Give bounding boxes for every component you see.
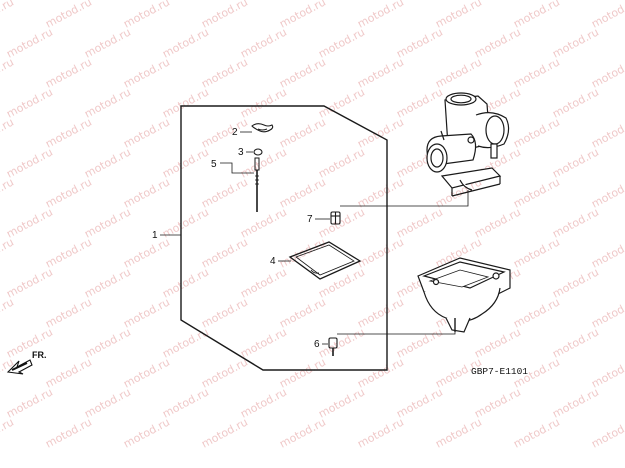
float-screw-link-line: [340, 190, 469, 207]
drain-bolt-part: [328, 337, 338, 356]
callout-7: 7: [307, 214, 313, 225]
callout-5-leader: [220, 162, 254, 174]
jet-needle-part: [254, 157, 260, 212]
callout-2: 2: [232, 127, 238, 138]
gasket-part: [288, 241, 362, 280]
callout-4: 4: [270, 256, 276, 267]
float-screw-part: [330, 211, 341, 225]
callout-5: 5: [211, 159, 217, 170]
needle-clip-part: [251, 123, 274, 133]
kit-boundary-frame: [180, 105, 388, 371]
callout-1: 1: [152, 230, 158, 241]
needle-ring-part: [253, 148, 263, 156]
figure-code: GBP7-E1101: [471, 366, 528, 377]
callout-3: 3: [238, 147, 244, 158]
callout-6: 6: [314, 339, 320, 350]
front-direction-arrow-icon: [6, 359, 33, 375]
carburetor-body-illustration: [426, 92, 510, 197]
drain-bolt-link-line: [337, 318, 456, 335]
front-direction-label: FR.: [32, 350, 47, 360]
float-chamber-illustration: [417, 257, 511, 333]
